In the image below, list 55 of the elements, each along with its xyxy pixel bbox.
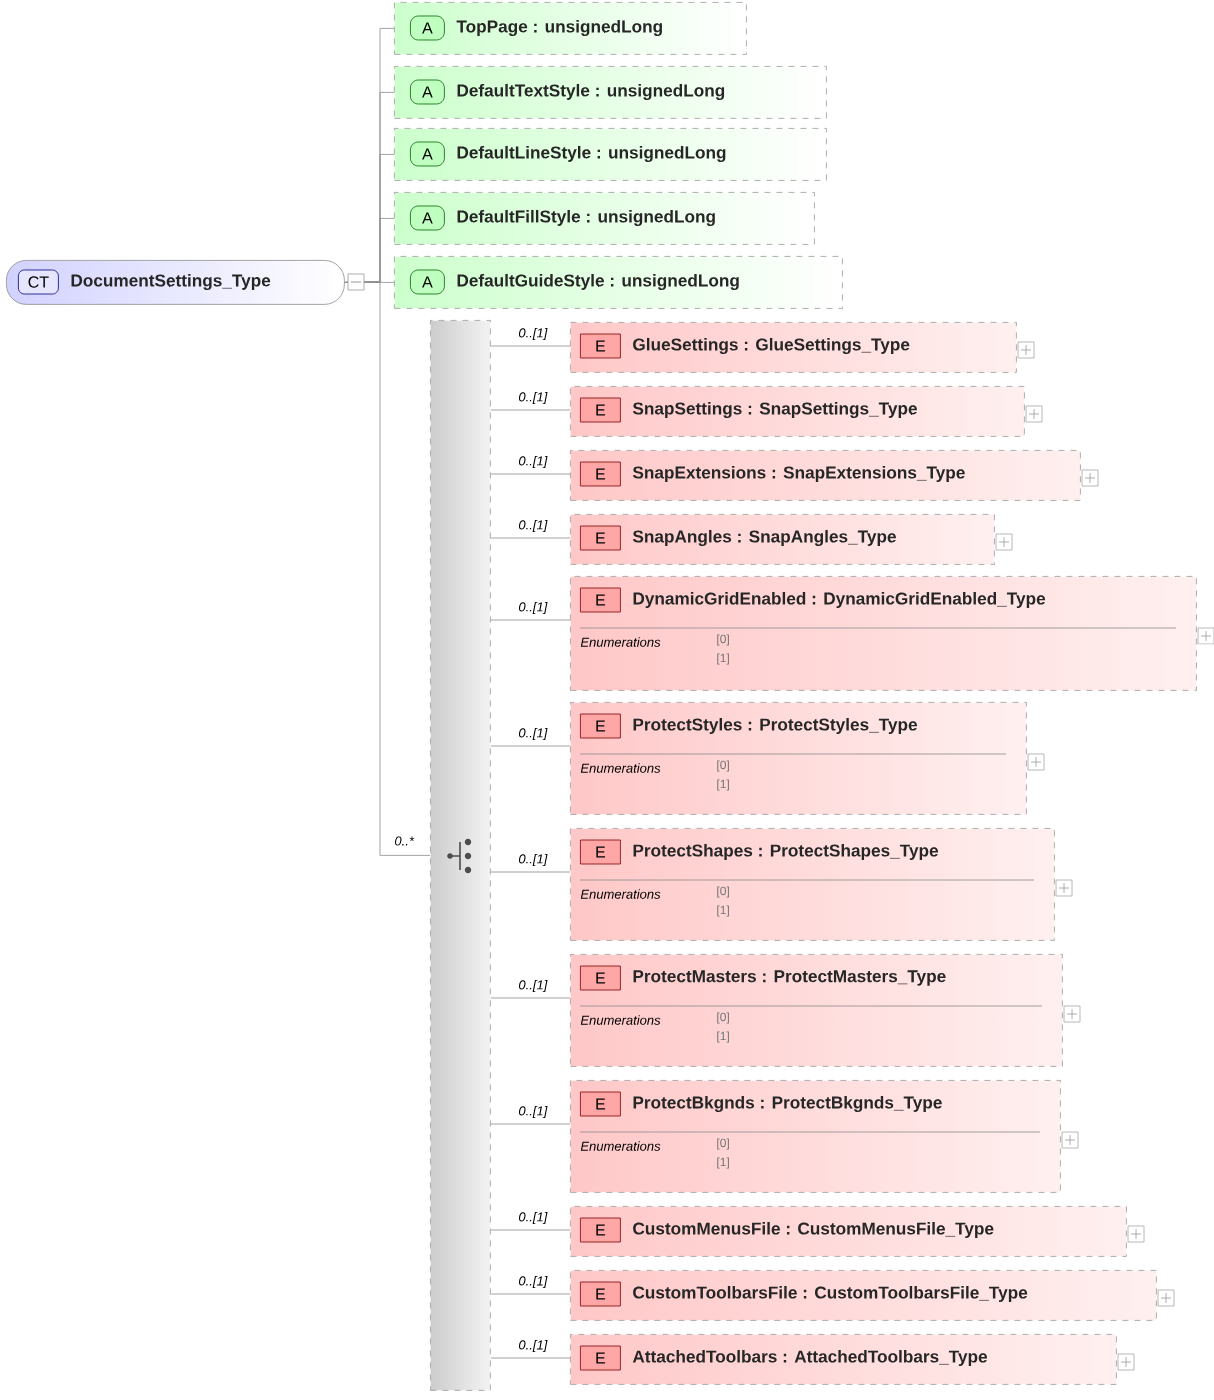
- element-box: [570, 514, 995, 565]
- element-name: SnapAngles : SnapAngles_Type: [632, 529, 896, 547]
- badge: E: [580, 525, 621, 551]
- element-box: [570, 386, 1025, 437]
- element-name: GlueSettings : GlueSettings_Type: [633, 337, 910, 355]
- element-box: [570, 1334, 1117, 1385]
- attribute-box: [394, 192, 815, 245]
- badge: E: [580, 1091, 621, 1117]
- badge: E: [580, 333, 621, 359]
- element-box: [570, 576, 1197, 691]
- element-box: [570, 1080, 1061, 1193]
- element-name: DefaultTextStyle : unsignedLong: [457, 83, 725, 101]
- badge: A: [410, 15, 445, 41]
- element-name: CustomToolbarsFile : CustomToolbarsFile_Type: [633, 1286, 1028, 1303]
- element-name: DefaultGuideStyle : unsignedLong: [457, 273, 739, 291]
- element-name: DynamicGridEnabled : DynamicGridEnabled_Type: [633, 592, 1046, 608]
- element-name: DocumentSettings_Type: [71, 273, 271, 291]
- element-name: CustomMenusFile : CustomMenusFile_Type: [633, 1222, 994, 1239]
- badge: E: [580, 397, 621, 423]
- element-box: [570, 450, 1081, 501]
- attribute-box: [394, 128, 827, 181]
- badge: CT: [18, 269, 59, 295]
- element-name: DefaultLineStyle : unsignedLong: [457, 145, 726, 163]
- element-name: ProtectBkgnds : ProtectBkgnds_Type: [633, 1095, 942, 1113]
- attribute-box: [394, 2, 747, 55]
- badge: A: [410, 79, 445, 105]
- element-box: [570, 954, 1063, 1067]
- badge: E: [580, 1345, 621, 1371]
- element-name: SnapExtensions : SnapExtensions_Type: [632, 466, 965, 482]
- attribute-box: [394, 66, 827, 119]
- type-box: [6, 260, 345, 305]
- element-name: ProtectShapes : ProtectShapes_Type: [633, 844, 938, 861]
- attribute-box: [394, 256, 843, 309]
- badge: E: [580, 713, 621, 739]
- element-name: DefaultFillStyle : unsignedLong: [457, 209, 715, 227]
- badge: E: [580, 461, 621, 487]
- badge: E: [580, 587, 621, 613]
- badge: A: [410, 269, 445, 295]
- badge: E: [580, 965, 621, 991]
- badge: A: [410, 141, 445, 167]
- element-box: [570, 322, 1017, 373]
- badge: E: [580, 1217, 621, 1243]
- element-name: ProtectStyles : ProtectStyles_Type: [633, 718, 917, 735]
- badge: A: [410, 205, 445, 231]
- element-name: TopPage : unsignedLong: [456, 19, 662, 37]
- element-box: [570, 1270, 1157, 1321]
- element-name: ProtectMasters : ProtectMasters_Type: [633, 970, 946, 986]
- element-box: [570, 702, 1027, 815]
- sequence-bar: [430, 320, 491, 1391]
- badge: E: [580, 839, 621, 865]
- element-box: [570, 1206, 1127, 1257]
- element-box: [570, 828, 1055, 941]
- element-name: SnapSettings : SnapSettings_Type: [632, 401, 917, 419]
- badge: E: [580, 1281, 621, 1307]
- element-name: AttachedToolbars : AttachedToolbars_Type: [632, 1350, 987, 1367]
